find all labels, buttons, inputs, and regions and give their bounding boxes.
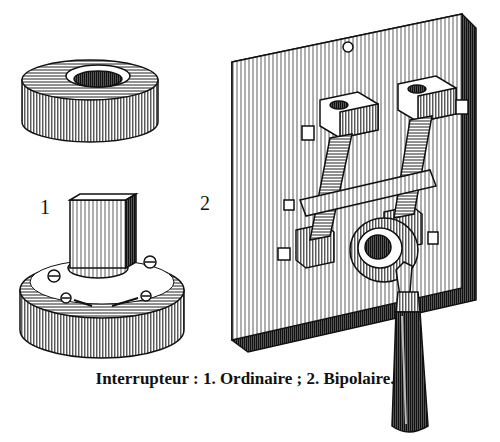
callout-number: 1 (40, 196, 50, 219)
switch-cover (22, 60, 158, 142)
caption: Interrupteur : 1. Ordinaire ; 2. Bipolai… (95, 368, 395, 389)
callout-number: 2 (200, 192, 210, 215)
switch-base (20, 194, 184, 358)
